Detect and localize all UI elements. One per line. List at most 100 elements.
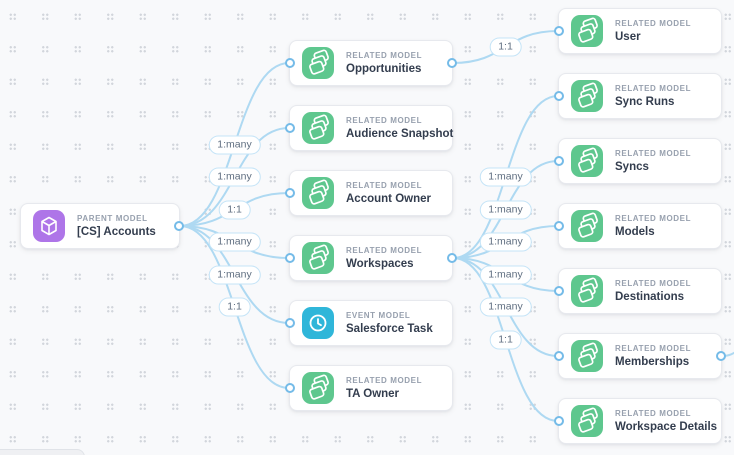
node-name: Syncs — [615, 161, 649, 173]
edge-cardinality-label: 1:1 — [489, 330, 522, 349]
stack-icon — [571, 210, 603, 242]
node-type-label: RELATED MODEL — [615, 279, 692, 288]
model-node-destinations[interactable]: RELATED MODEL Destinations — [554, 268, 722, 314]
node-name: Salesforce Task — [346, 323, 433, 335]
edge-cardinality-label: 1:many — [208, 135, 261, 154]
node-name: Opportunities — [346, 63, 422, 75]
connection-handle-left[interactable] — [285, 383, 295, 393]
edge-cardinality-label: 1:1 — [489, 37, 522, 57]
clock-icon — [302, 307, 334, 339]
edge-cardinality-label: 1:many — [208, 265, 261, 284]
node-type-label: RELATED MODEL — [615, 344, 692, 353]
node-name: Audience Snapshot — [346, 128, 454, 140]
stack-icon — [302, 112, 334, 144]
node-name: Destinations — [615, 291, 685, 303]
connection-handle-left[interactable] — [554, 156, 564, 166]
node-type-label: PARENT MODEL — [77, 214, 148, 223]
bottom-left-panel-edge[interactable] — [0, 449, 85, 455]
stack-icon — [571, 275, 603, 307]
model-node-parent[interactable]: PARENT MODEL [CS] Accounts — [20, 203, 184, 249]
node-texts: RELATED MODEL Workspaces — [346, 246, 422, 270]
model-node-salesforce-task[interactable]: EVENT MODEL Salesforce Task — [285, 300, 453, 346]
model-node-audience-snapshot[interactable]: RELATED MODEL Audience Snapshot — [285, 105, 454, 151]
edge-cardinality-label: 1:many — [479, 167, 532, 187]
model-node-workspaces[interactable]: RELATED MODEL Workspaces — [285, 235, 457, 281]
node-texts: RELATED MODEL Sync Runs — [615, 84, 691, 108]
connection-handle-left[interactable] — [285, 253, 295, 263]
connection-handle-left[interactable] — [285, 58, 295, 68]
connection-handle-left[interactable] — [554, 416, 564, 426]
edge-cardinality-label: 1:many — [479, 265, 532, 284]
node-texts: RELATED MODEL Account Owner — [346, 181, 431, 205]
model-node-models[interactable]: RELATED MODEL Models — [554, 203, 722, 249]
node-texts: EVENT MODEL Salesforce Task — [346, 311, 433, 335]
node-name: Account Owner — [346, 193, 431, 205]
stack-icon — [302, 372, 334, 404]
node-texts: PARENT MODEL [CS] Accounts — [77, 214, 156, 238]
stack-icon — [302, 177, 334, 209]
node-name: Models — [615, 226, 655, 238]
stack-icon — [571, 405, 603, 437]
node-name: Workspaces — [346, 258, 414, 270]
stack-icon — [571, 15, 603, 47]
model-node-memberships[interactable]: RELATED MODEL Memberships — [554, 333, 726, 379]
node-type-label: RELATED MODEL — [346, 376, 423, 385]
edge-cardinality-label: 1:1 — [218, 297, 251, 317]
node-type-label: RELATED MODEL — [346, 246, 423, 255]
model-node-opportunities[interactable]: RELATED MODEL Opportunities — [285, 40, 457, 86]
node-name: Sync Runs — [615, 96, 675, 108]
node-type-label: RELATED MODEL — [615, 84, 692, 93]
node-texts: RELATED MODEL Syncs — [615, 149, 691, 173]
node-type-label: RELATED MODEL — [346, 181, 423, 190]
edge-cardinality-label: 1:many — [208, 167, 261, 187]
node-texts: RELATED MODEL Audience Snapshot — [346, 116, 454, 140]
node-name: User — [615, 31, 641, 43]
stack-icon — [571, 340, 603, 372]
stack-icon — [571, 145, 603, 177]
model-node-ta-owner[interactable]: RELATED MODEL TA Owner — [285, 365, 453, 411]
stack-icon — [571, 80, 603, 112]
connection-handle-left[interactable] — [554, 221, 564, 231]
node-texts: RELATED MODEL Workspace Details — [615, 409, 717, 433]
model-node-user[interactable]: RELATED MODEL User — [554, 8, 722, 54]
cube-icon — [33, 210, 65, 242]
connection-handle-right[interactable] — [447, 58, 457, 68]
connection-handle-left[interactable] — [285, 123, 295, 133]
node-name: TA Owner — [346, 388, 400, 400]
connection-handle-left[interactable] — [554, 286, 564, 296]
node-type-label: EVENT MODEL — [346, 311, 411, 320]
edge-cardinality-label: 1:many — [208, 232, 261, 252]
node-type-label: RELATED MODEL — [615, 409, 692, 418]
node-type-label: RELATED MODEL — [346, 116, 423, 125]
connection-handle-right[interactable] — [174, 221, 184, 231]
node-type-label: RELATED MODEL — [615, 19, 692, 28]
node-texts: RELATED MODEL Opportunities — [346, 51, 422, 75]
edge-cardinality-label: 1:1 — [218, 200, 251, 219]
node-type-label: RELATED MODEL — [615, 214, 692, 223]
node-type-label: RELATED MODEL — [346, 51, 423, 60]
connection-handle-left[interactable] — [285, 318, 295, 328]
connection-handle-right[interactable] — [447, 253, 457, 263]
model-node-account-owner[interactable]: RELATED MODEL Account Owner — [285, 170, 453, 216]
node-texts: RELATED MODEL Destinations — [615, 279, 691, 303]
edge-cardinality-label: 1:many — [479, 297, 532, 317]
node-texts: RELATED MODEL TA Owner — [346, 376, 422, 400]
node-name: [CS] Accounts — [77, 226, 156, 238]
stack-icon — [302, 242, 334, 274]
connection-handle-left[interactable] — [554, 26, 564, 36]
connection-handle-right[interactable] — [716, 351, 726, 361]
connection-handle-left[interactable] — [554, 351, 564, 361]
stack-icon — [302, 47, 334, 79]
model-node-syncs[interactable]: RELATED MODEL Syncs — [554, 138, 722, 184]
node-name: Memberships — [615, 356, 690, 368]
connection-handle-left[interactable] — [554, 91, 564, 101]
node-texts: RELATED MODEL Memberships — [615, 344, 691, 368]
model-node-workspace-details[interactable]: RELATED MODEL Workspace Details — [554, 398, 722, 444]
connection-handle-left[interactable] — [285, 188, 295, 198]
model-node-sync-runs[interactable]: RELATED MODEL Sync Runs — [554, 73, 722, 119]
node-name: Workspace Details — [615, 421, 718, 433]
edge-cardinality-label: 1:many — [479, 232, 532, 252]
node-texts: RELATED MODEL User — [615, 19, 691, 43]
node-type-label: RELATED MODEL — [615, 149, 692, 158]
